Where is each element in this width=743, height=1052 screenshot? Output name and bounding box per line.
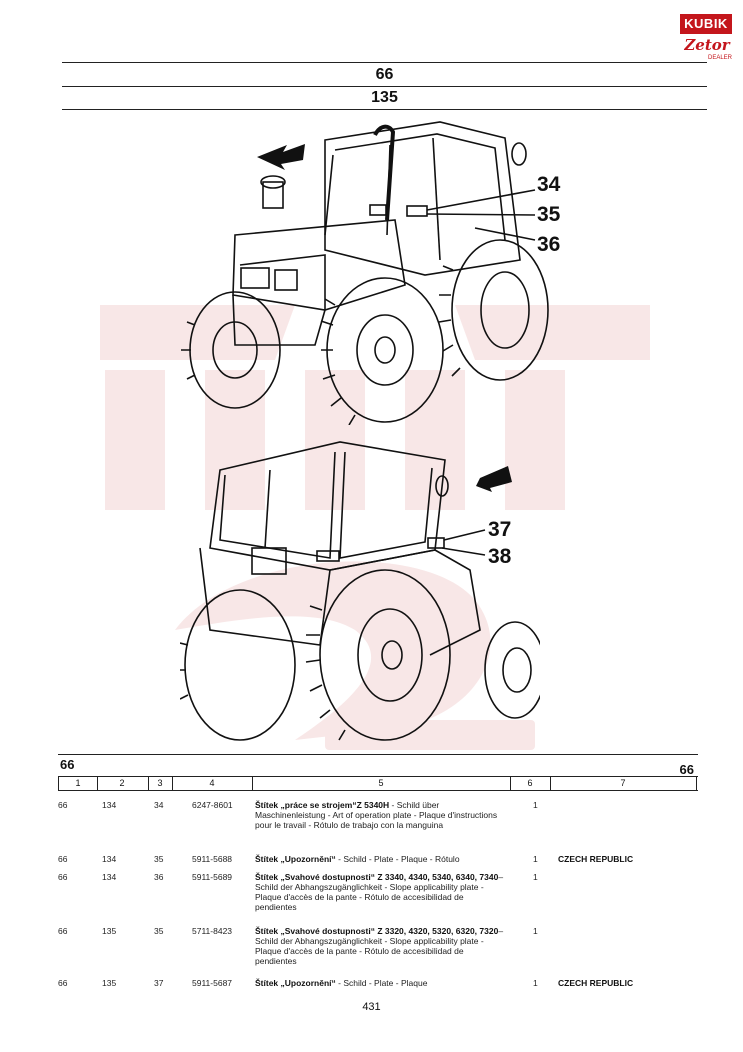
tractor-rear-illustration	[180, 441, 540, 741]
cell-subgroup: 135	[102, 926, 117, 936]
header-divider	[62, 86, 707, 87]
callout-35: 35	[537, 203, 561, 226]
cell-note: CZECH REPUBLIC	[558, 978, 634, 988]
page-number: 431	[362, 1001, 381, 1013]
cell-position: 37	[154, 978, 164, 988]
cell-group: 66	[58, 872, 68, 882]
cell-subgroup: 135	[102, 978, 117, 988]
part-title: Štítek „Upozornění“	[255, 854, 336, 864]
cell-position: 35	[154, 926, 164, 936]
col-header-3: 3	[148, 777, 173, 790]
cell-description: Štítek „Upozornění“ - Schild - Plate - P…	[255, 854, 505, 864]
cell-part-number: 5711-8423	[192, 926, 233, 936]
callout-36: 36	[537, 233, 561, 256]
cell-position: 34	[154, 800, 164, 810]
cell-part-number: 6247-8601	[192, 800, 233, 810]
cell-position: 35	[154, 854, 164, 864]
cell-subgroup: 134	[102, 872, 117, 882]
group-number: 66	[375, 66, 394, 83]
cell-subgroup: 134	[102, 854, 117, 864]
cell-description: Štítek „Upozornění“ - Schild - Plate - P…	[255, 978, 505, 988]
table-top-rule	[58, 754, 698, 755]
part-desc: – Schild der Abhangszugänglichkeit - Slo…	[255, 926, 504, 966]
part-title: Štítek „Svahové dostupnosti“ Z 3340, 434…	[255, 872, 499, 882]
callout-37: 37	[488, 518, 512, 541]
kubik-wordmark: KUBIK	[680, 14, 732, 34]
group-code: 66	[60, 757, 75, 772]
cell-group: 66	[58, 926, 68, 936]
dealer-wordmark: DEALER	[707, 55, 732, 61]
table-header-row: 1 2 3 4 5 6 7	[58, 776, 698, 791]
part-desc: - Schild über Maschinenleistung - Art of…	[255, 800, 498, 830]
cell-quantity: 1	[533, 854, 538, 864]
part-title: Štítek „práce se strojem“Z 5340H	[255, 800, 390, 810]
group-code-right: 66	[679, 762, 694, 777]
col-header-1: 1	[58, 777, 98, 790]
cell-position: 36	[154, 872, 164, 882]
part-title: Štítek „Upozornění“	[255, 978, 336, 988]
part-desc: - Schild - Plate - Plaque	[335, 978, 428, 988]
section-header: 66 135	[62, 62, 707, 110]
cell-group: 66	[58, 854, 68, 864]
col-header-5: 5	[252, 777, 511, 790]
cell-group: 66	[58, 800, 68, 810]
cell-part-number: 5911-5689	[192, 872, 233, 882]
cell-subgroup: 134	[102, 800, 117, 810]
cell-part-number: 5911-5688	[192, 854, 233, 864]
zetor-wordmark: Zetor	[684, 36, 730, 54]
col-header-7: 7	[550, 777, 697, 790]
cell-note: CZECH REPUBLIC	[558, 854, 634, 864]
callout-34: 34	[537, 173, 561, 196]
cell-group: 66	[58, 978, 68, 988]
cell-part-number: 5911-5687	[192, 978, 233, 988]
tractor-front-illustration	[181, 121, 549, 425]
part-desc: – Schild der Abhangszugänglichkeit - Slo…	[255, 872, 504, 912]
cell-quantity: 1	[533, 926, 538, 936]
col-header-6: 6	[510, 777, 551, 790]
cell-description: Štítek „Svahové dostupnosti“ Z 3320, 432…	[255, 926, 505, 966]
cell-description: Štítek „Svahové dostupnosti“ Z 3340, 434…	[255, 872, 505, 912]
cell-quantity: 1	[533, 800, 538, 810]
callout-38: 38	[488, 545, 512, 568]
cell-quantity: 1	[533, 978, 538, 988]
part-desc: - Schild - Plate - Plaque - Rótulo	[335, 854, 460, 864]
col-header-2: 2	[96, 777, 149, 790]
cell-quantity: 1	[533, 872, 538, 882]
subgroup-number: 135	[371, 89, 398, 106]
kubik-zetor-logo: KUBIK Zetor DEALER	[680, 14, 732, 64]
part-title: Štítek „Svahové dostupnosti“ Z 3320, 432…	[255, 926, 499, 936]
cell-description: Štítek „práce se strojem“Z 5340H - Schil…	[255, 800, 505, 830]
col-header-4: 4	[172, 777, 253, 790]
